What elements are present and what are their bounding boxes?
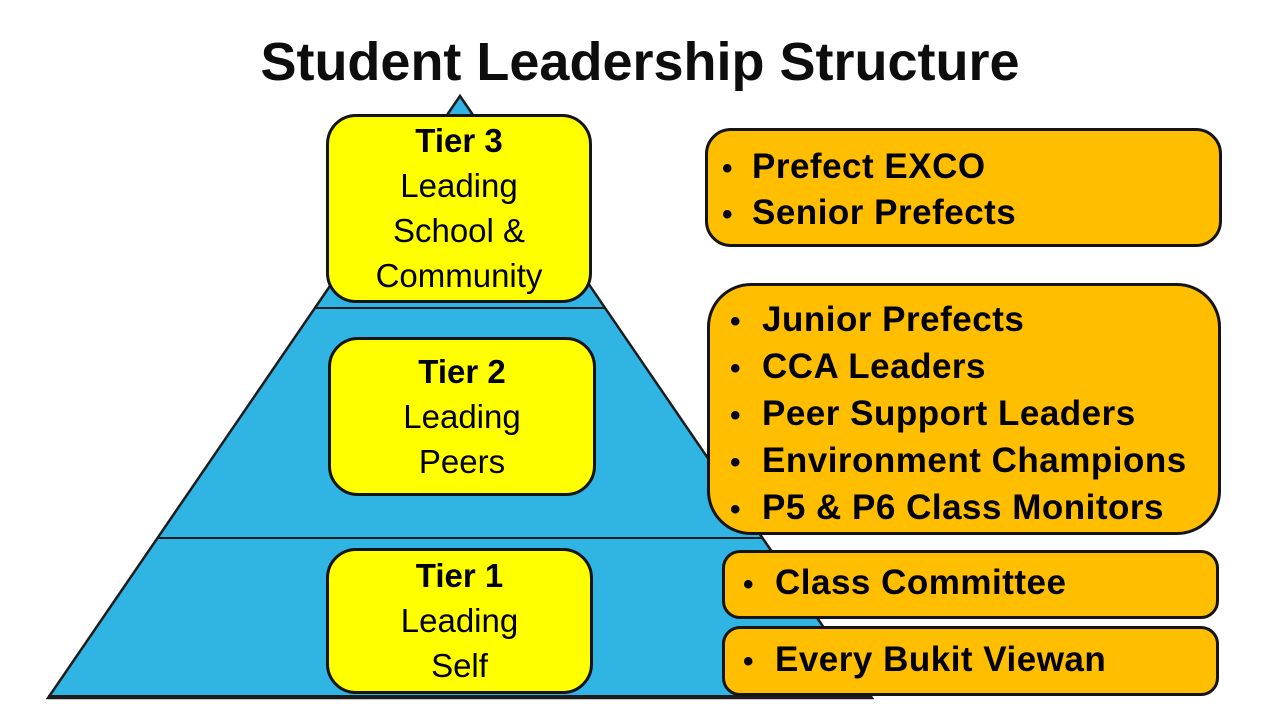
page-title: Student Leadership Structure xyxy=(260,32,1020,92)
tier1-callout-box-1: • Class Committee xyxy=(722,550,1219,619)
callout-item-text: P5 & P6 Class Monitors xyxy=(762,488,1164,527)
tier1-title: Tier 1 xyxy=(415,557,504,594)
tier1-line-1: Leading xyxy=(400,602,519,639)
bullet-icon: • xyxy=(743,645,754,678)
list-item: • CCA Leaders xyxy=(730,344,1218,391)
tier1-box: Tier 1 Leading Self xyxy=(326,548,593,694)
bullet-icon: • xyxy=(743,568,754,601)
callout-item-text: Environment Champions xyxy=(762,441,1187,480)
tier3-line-2: School & xyxy=(392,212,526,249)
list-item: • Prefect EXCO xyxy=(722,145,1219,191)
callout-item-text: Peer Support Leaders xyxy=(762,394,1136,433)
bullet-icon: • xyxy=(730,493,741,526)
tier3-box: Tier 3 Leading School & Community xyxy=(326,114,592,303)
callout-item-text: CCA Leaders xyxy=(762,347,986,386)
callout-item-text: Class Committee xyxy=(775,563,1067,602)
list-item: • Environment Champions xyxy=(730,438,1218,485)
bullet-icon: • xyxy=(730,305,741,338)
bullet-icon: • xyxy=(722,198,733,231)
tier3-line-3: Community xyxy=(375,257,543,294)
tier2-line-2: Peers xyxy=(418,443,506,480)
tier2-box: Tier 2 Leading Peers xyxy=(328,337,596,496)
list-item: • Class Committee xyxy=(743,561,1216,607)
callout-item-text: Prefect EXCO xyxy=(752,147,986,186)
list-item: • P5 & P6 Class Monitors xyxy=(730,485,1218,532)
callout-item-text: Junior Prefects xyxy=(762,300,1025,339)
list-item: • Peer Support Leaders xyxy=(730,391,1218,438)
list-item: • Every Bukit Viewan xyxy=(743,638,1216,684)
bullet-icon: • xyxy=(730,446,741,479)
list-item: • Senior Prefects xyxy=(722,191,1219,237)
list-item: • Junior Prefects xyxy=(730,297,1218,344)
tier2-line-1: Leading xyxy=(403,398,521,435)
tier2-callout-box: • Junior Prefects • CCA Leaders • Peer S… xyxy=(707,283,1221,535)
bullet-icon: • xyxy=(730,352,741,385)
tier3-title: Tier 3 xyxy=(415,122,503,159)
tier1-callout-box-2: • Every Bukit Viewan xyxy=(722,626,1219,696)
callout-item-text: Senior Prefects xyxy=(752,193,1017,232)
tier3-line-1: Leading xyxy=(400,167,518,204)
tier2-title: Tier 2 xyxy=(418,353,506,390)
callout-item-text: Every Bukit Viewan xyxy=(775,640,1107,679)
bullet-icon: • xyxy=(722,152,733,185)
bullet-icon: • xyxy=(730,399,741,432)
tier1-line-2: Self xyxy=(431,647,488,684)
tier3-callout-box: • Prefect EXCO • Senior Prefects xyxy=(705,128,1222,247)
